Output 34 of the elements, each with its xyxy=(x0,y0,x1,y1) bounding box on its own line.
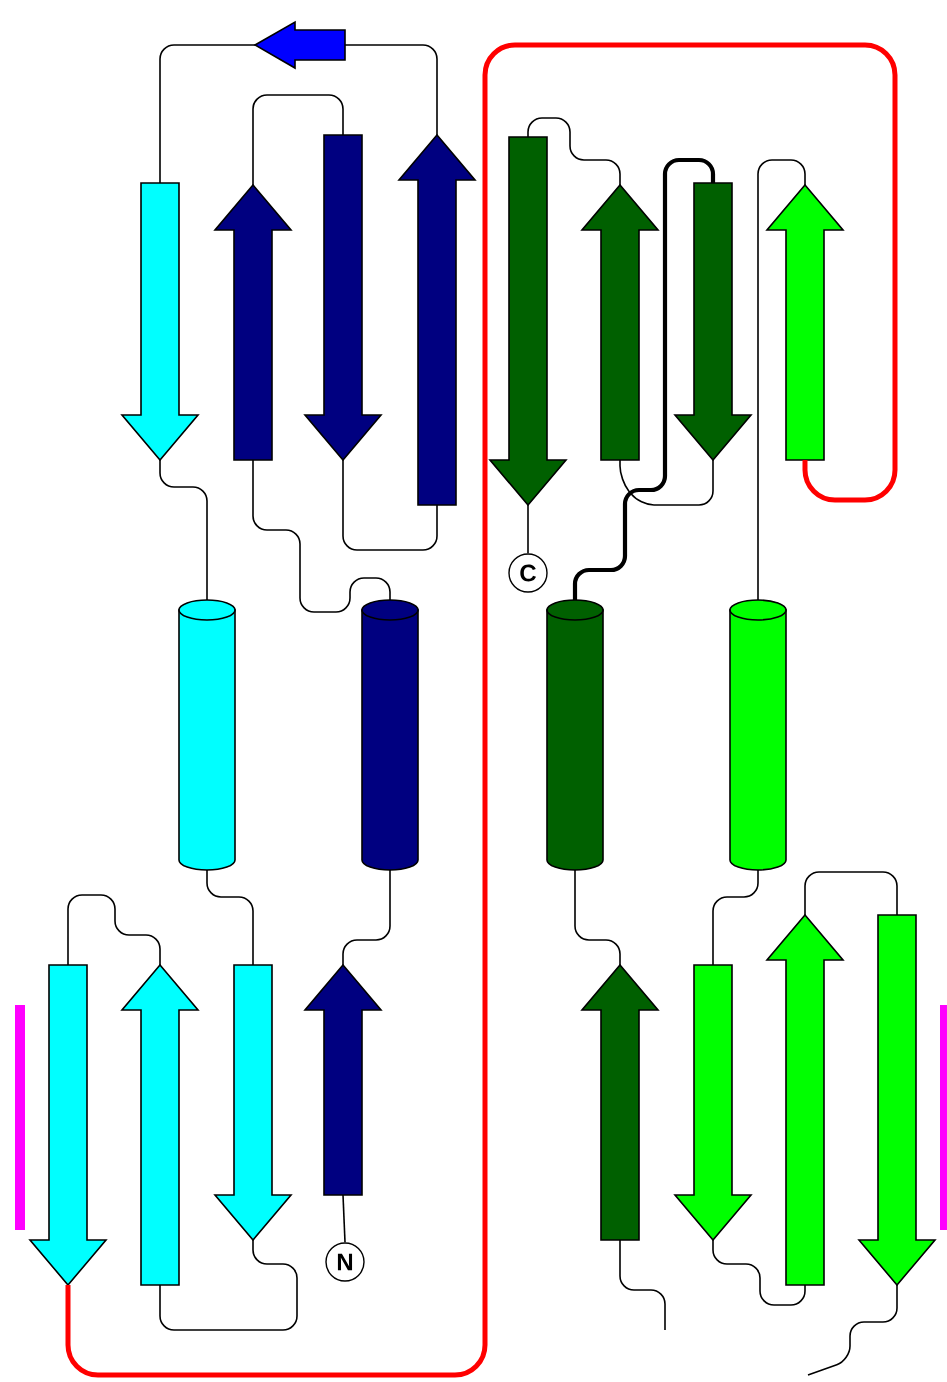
loop-line xyxy=(344,44,438,136)
loop-line xyxy=(342,459,438,551)
loop-line xyxy=(619,459,714,506)
beta-strand xyxy=(120,182,200,462)
loop-line xyxy=(159,1239,298,1331)
loop-line xyxy=(342,869,391,966)
loop-line xyxy=(712,869,759,966)
loop-line xyxy=(342,1194,346,1244)
beta-strand xyxy=(673,182,753,462)
loop-line xyxy=(574,869,621,966)
loop-line xyxy=(804,871,898,916)
loop-line xyxy=(252,94,344,186)
loop-line xyxy=(712,1239,806,1306)
helix-cylinder xyxy=(178,599,236,871)
helix-cylinder xyxy=(546,599,604,871)
helix-cylinder xyxy=(361,599,419,871)
loop-line xyxy=(67,894,161,966)
loop-line xyxy=(527,504,529,555)
loop-line xyxy=(252,459,391,613)
loop-line xyxy=(619,1239,666,1331)
loop-line xyxy=(159,459,208,601)
loop-line xyxy=(159,44,256,184)
helix-cylinder xyxy=(729,599,787,871)
beta-strand xyxy=(857,914,937,1287)
loop-line xyxy=(527,117,621,186)
loop-line xyxy=(65,42,898,1378)
beta-strand xyxy=(28,964,108,1287)
beta-strand xyxy=(488,136,568,507)
loop-line xyxy=(206,869,254,966)
loop-line xyxy=(807,1284,898,1376)
beta-strand xyxy=(213,964,293,1242)
beta-strand xyxy=(673,964,753,1242)
loop-line xyxy=(757,159,806,601)
beta-strand xyxy=(303,134,383,462)
